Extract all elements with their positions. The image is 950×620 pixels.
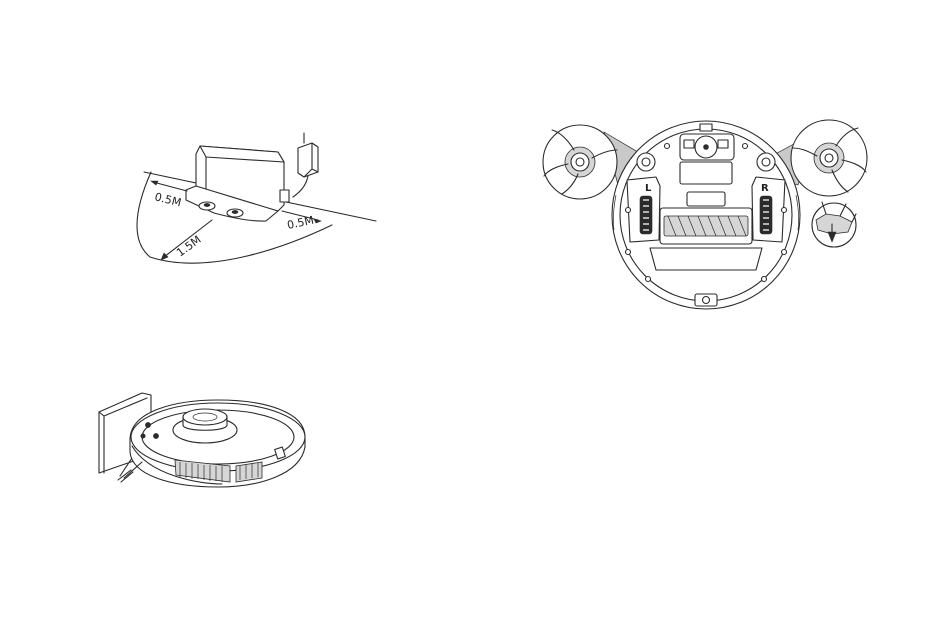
robot-docked-figure	[90, 385, 310, 495]
front-clearance-label: 1.5M	[174, 233, 203, 259]
side-clearance-right-label: 0.5M	[286, 214, 315, 232]
left-side-brush-zoom-icon	[543, 125, 617, 199]
docking-station-icon	[186, 146, 289, 221]
dock-clearance-figure: 0.5M 0.5M 1.5M	[120, 110, 390, 280]
right-wheel-label: R	[761, 183, 769, 194]
brush-release-detail-icon	[812, 202, 856, 247]
side-clearance-left-label: 0.5M	[153, 190, 182, 209]
right-side-brush-zoom-icon	[791, 120, 867, 196]
power-adapter-icon	[293, 133, 318, 197]
robot-vacuum-icon	[124, 400, 305, 487]
left-wheel-label: L	[645, 183, 652, 194]
robot-underside-figure: L R	[540, 112, 875, 314]
robot-underside-icon	[612, 121, 800, 309]
